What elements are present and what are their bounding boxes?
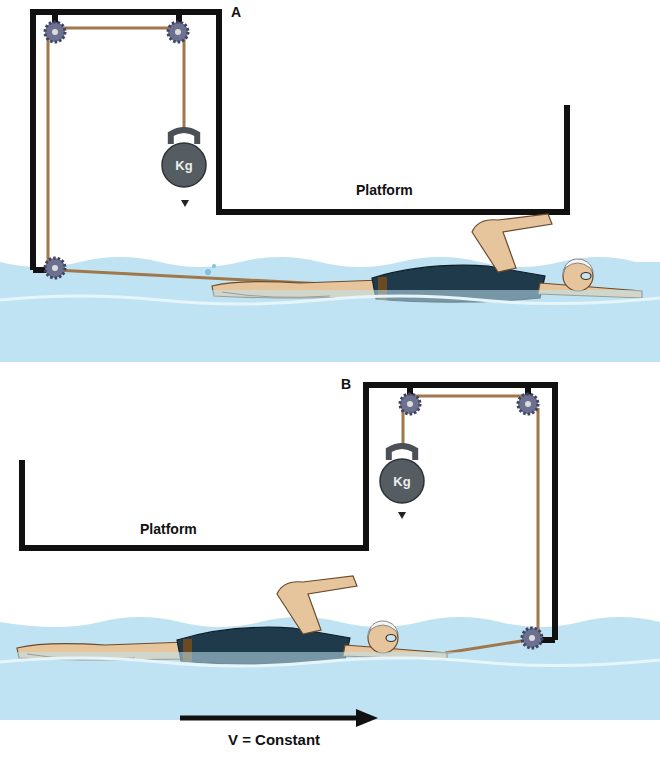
kettlebell-shape (369, 442, 435, 504)
figure-label: Platform (140, 521, 197, 537)
kettlebell-weight: Kg (151, 126, 217, 188)
kettlebell-shape (151, 126, 217, 188)
weight-label: Kg (369, 474, 435, 489)
figure-label: V = Constant (228, 731, 320, 748)
figure-label: A (231, 4, 241, 20)
weight-label: Kg (151, 158, 217, 173)
figure-label: B (341, 376, 351, 392)
figure-label: Platform (356, 182, 413, 198)
kettlebell-weight: Kg (369, 442, 435, 504)
